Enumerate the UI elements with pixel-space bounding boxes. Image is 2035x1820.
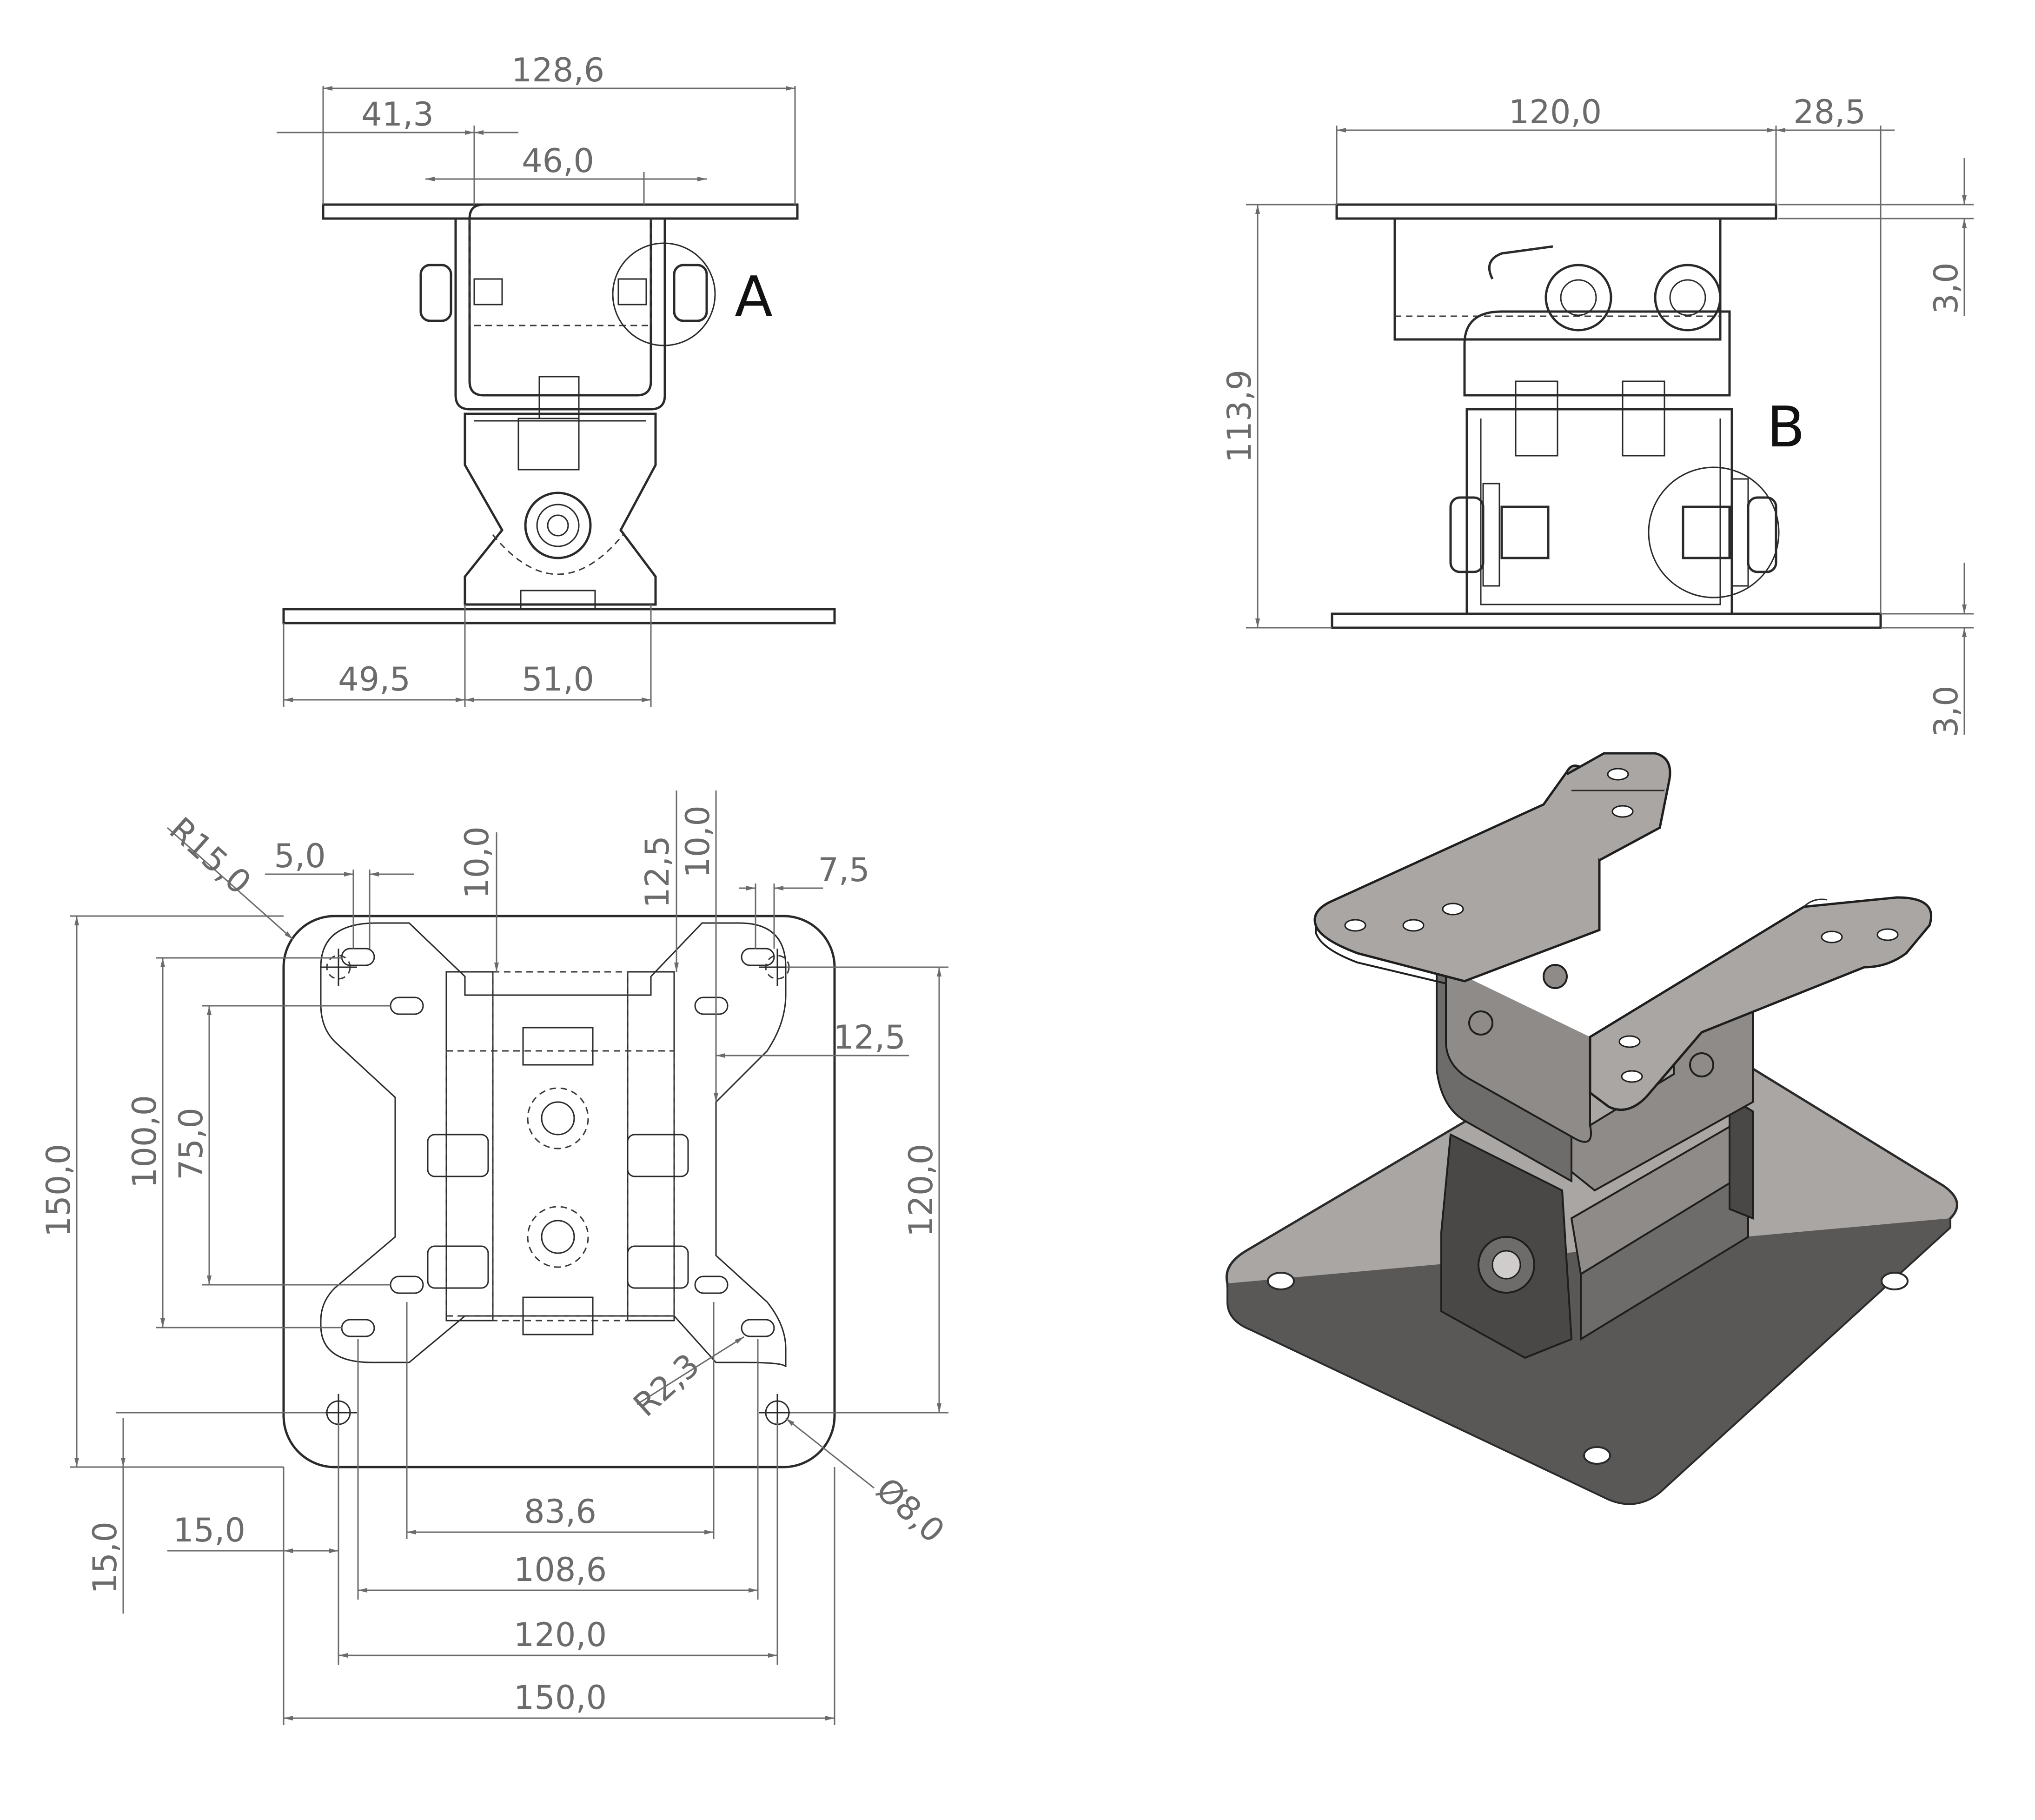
side-lower-nut-right [1682,505,1731,559]
slot-inner-bottom-left [390,1275,424,1294]
top-pivot-bolt-2 [527,1206,589,1268]
dim-front-bottom-mid: 51,0 [522,660,594,698]
dim-top-right-height: 120,0 [902,1144,940,1237]
dim-top-right-offset: 12,5 [833,1018,906,1056]
side-view-dimensions: 120,0 28,5 113,9 3,0 3,0 [1220,93,1974,737]
top-view [282,915,836,1468]
dim-top-left-margin: 15,0 [173,1511,245,1549]
dim-top-slot-length: 5,0 [274,837,325,875]
dim-side-overhang: 28,5 [1793,93,1866,131]
slot-top-right [741,948,775,966]
dim-front-inner-width: 46,0 [522,142,594,180]
iso-top-plate [1313,764,1602,983]
front-left-bolt [419,264,452,322]
front-u-bracket [454,219,666,411]
side-upper-bolt-2 [1654,264,1722,332]
dim-top-pattern-height: 100,0 [126,1095,164,1188]
side-upper-bracket [1393,219,1722,341]
slot-top-left [341,948,375,966]
dim-side-top-thickness: 3,0 [1927,262,1965,314]
slot-inner-top-right [694,996,729,1015]
front-right-bolt [673,264,708,322]
slot-bottom-right [741,1319,775,1337]
front-hinge-block [464,412,657,606]
dim-front-top-width: 128,6 [511,51,604,89]
dim-top-slot-span-outer: 108,6 [514,1551,607,1589]
front-view: A [282,203,836,624]
detail-b-circle [1648,466,1780,598]
dim-top-slot-span: 83,6 [524,1493,597,1531]
front-base-plate [282,608,836,624]
dim-top-notch-depth: 12,5 [638,836,676,908]
isometric-view [1225,752,1958,1505]
callout-b: B [1767,395,1805,460]
slot-inner-bottom-right [694,1275,729,1294]
detail-a-circle [612,242,716,346]
callout-a: A [735,265,773,330]
dim-top-notch-width: 10,0 [458,826,496,899]
dim-top-corner-radius: R15,0 [162,810,259,902]
dim-side-height: 113,9 [1220,370,1259,463]
side-lower-bracket [1465,408,1733,620]
side-lower-nut-left [1500,505,1550,559]
side-base-plate [1331,612,1882,629]
dim-top-edge-offset: 7,5 [818,851,869,889]
top-base-plate [282,915,836,1468]
slot-bottom-left [341,1319,375,1337]
top-pivot-bolt-1 [527,1087,589,1149]
dim-top-outer-height: 150,0 [40,1144,78,1237]
side-top-plate [1335,203,1777,220]
dim-side-width: 120,0 [1509,93,1602,131]
front-top-plate [322,203,799,220]
side-upper-bolt-1 [1544,264,1612,332]
dim-top-bottom-margin: 15,0 [86,1521,124,1594]
dim-top-vesa-height: 75,0 [172,1108,210,1180]
slot-inner-top-left [390,996,424,1015]
top-view-dimensions: R15,0 5,0 10,0 12,5 10,0 7,5 12,5 150,0 … [40,790,952,1725]
front-view-dimensions: 128,6 41,3 46,0 49,5 51,0 [277,51,796,707]
front-pivot-outer [524,492,592,559]
dim-top-notch-depth-2: 10,0 [679,805,717,878]
dim-top-slot-radius: R2,3 [626,1346,707,1424]
side-view: B [1331,203,1882,629]
iso-base-hole-2 [1881,1272,1909,1290]
iso-base-hole-3 [1583,1446,1611,1465]
dim-side-bottom-thickness: 3,0 [1927,685,1965,737]
dim-top-hole-span: 120,0 [514,1616,607,1654]
side-hinge-body [1463,310,1731,397]
dim-top-outer-width: 150,0 [514,1679,607,1717]
dim-front-bottom-left: 49,5 [338,660,411,698]
dim-front-left-offset: 41,3 [361,95,434,133]
dim-top-hole-diameter: Ø8,0 [869,1470,952,1550]
iso-base-hole-1 [1267,1272,1295,1290]
